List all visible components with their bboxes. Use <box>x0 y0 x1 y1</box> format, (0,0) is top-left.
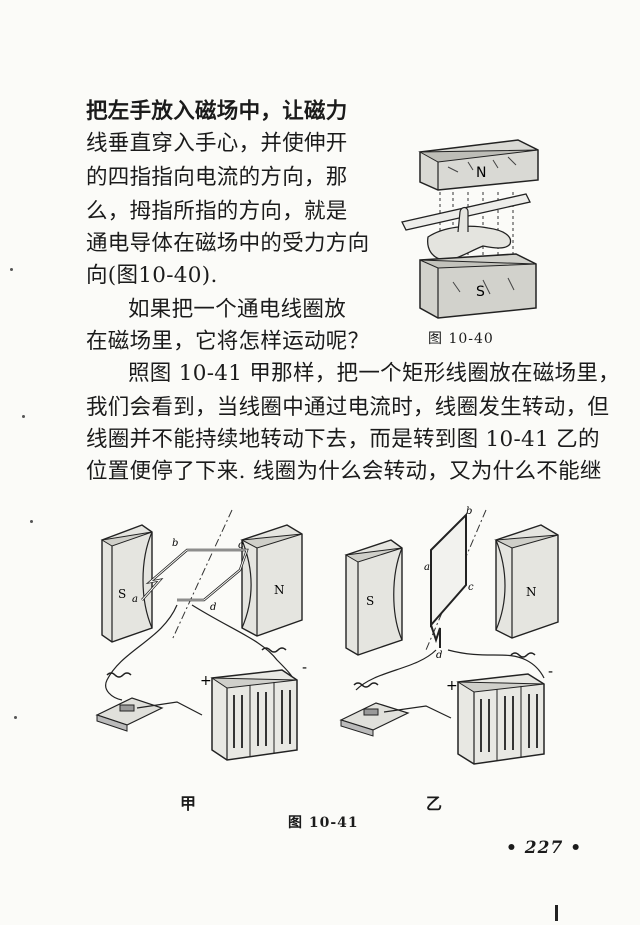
scan-mark <box>555 905 558 921</box>
figure-10-41-left-label: 甲 <box>180 794 197 813</box>
fig41r-pole-s: S <box>366 594 374 608</box>
scan-speck <box>30 520 33 523</box>
para1-line-1: 把左手放入磁场中，让磁力 <box>86 99 348 124</box>
fig41l-pole-s: S <box>118 587 126 601</box>
fig41l-minus: - <box>302 660 307 676</box>
fig41r-label-c: c <box>468 582 474 593</box>
fig41l-label-d: d <box>210 602 216 613</box>
para1-line-6: 向(图10-40). <box>86 263 218 288</box>
figure-10-41-caption: 图 10-41 <box>288 815 359 831</box>
para1-line-2: 线垂直穿入手心，并使伸开 <box>86 131 348 156</box>
para3-line-2: 我们会看到，当线圈中通过电流时，线圈发生转动，但 <box>86 395 610 420</box>
para3-line-3: 线圈并不能持续地转动下去，而是转到图 10-41 乙的 <box>86 427 600 452</box>
para1-line-5: 通电导体在磁场中的受力方向 <box>86 231 370 256</box>
figure-10-41-right-illustration: S N a b c d + - <box>339 506 559 765</box>
figure-10-41-right-label: 乙 <box>426 794 443 813</box>
figure-10-40-caption: 图 10-40 <box>428 331 494 347</box>
fig41l-label-a: a <box>132 594 138 605</box>
fig40-pole-n: N <box>476 165 486 181</box>
fig41r-minus: - <box>548 664 553 680</box>
fig41r-label-a: a <box>424 562 430 573</box>
para1-line-3: 的四指指向电流的方向，那 <box>86 165 348 190</box>
para1-line-4: 么，拇指所指的方向，就是 <box>86 199 348 224</box>
fig41r-label-d: d <box>436 650 442 661</box>
fig41r-plus: + <box>446 678 458 694</box>
fig41l-plus: + <box>200 673 212 689</box>
para3-line-1: 照图 10-41 甲那样，把一个矩形线圈放在磁场里， <box>128 361 620 386</box>
scan-speck <box>22 415 25 418</box>
scan-speck <box>14 716 17 719</box>
para2-line-1: 如果把一个通电线圈放 <box>128 297 347 322</box>
page-number: • 227 • <box>506 838 583 858</box>
fig41l-label-c: c <box>238 540 244 551</box>
para3-line-4: 位置便停了下来. 线圈为什么会转动，又为什么不能继 <box>86 459 602 484</box>
fig41r-pole-n: N <box>526 585 537 599</box>
scan-speck <box>10 268 13 271</box>
fig41r-label-b: b <box>466 506 472 517</box>
fig41l-pole-n: N <box>274 583 285 597</box>
para2-line-2: 在磁场里，它将怎样运动呢？ <box>86 329 370 354</box>
figure-10-41-left-illustration: S N a b c d + - <box>95 509 307 761</box>
fig41l-label-b: b <box>172 538 178 549</box>
fig40-pole-s: S <box>476 284 485 300</box>
figure-10-40-illustration: N S <box>401 139 539 319</box>
